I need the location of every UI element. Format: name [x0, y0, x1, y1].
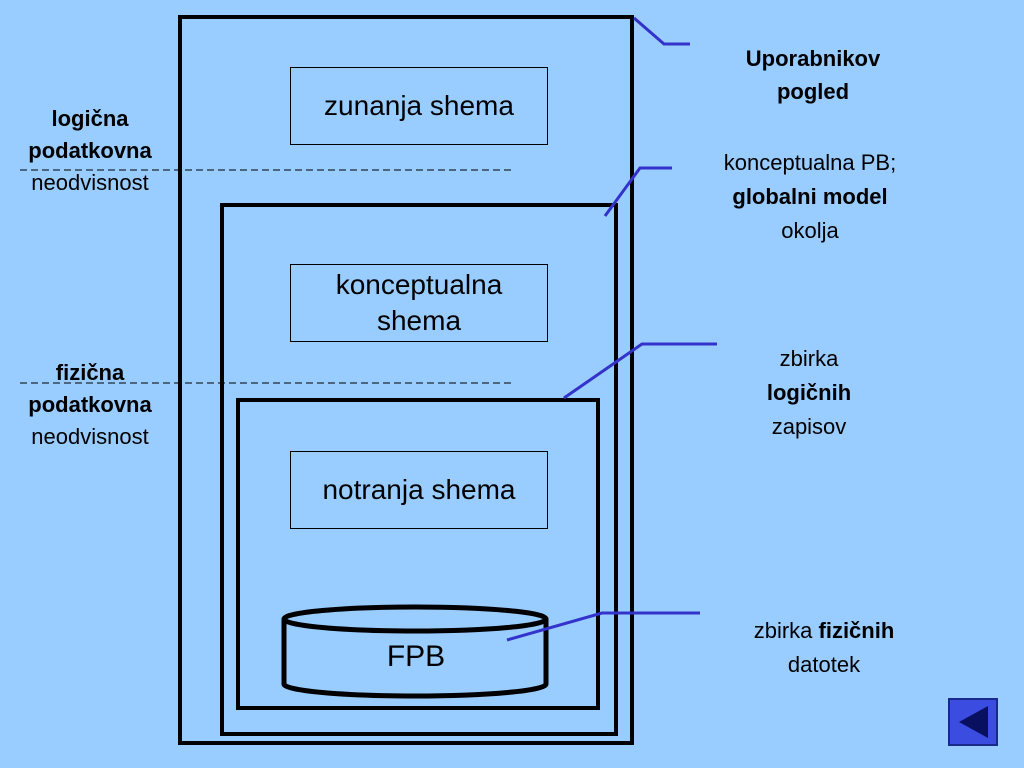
- physical-independence-line2: podatkovna: [28, 391, 152, 417]
- external-schema-box: zunanja shema: [290, 67, 548, 145]
- physical-files-line1-normal: zbirka: [753, 618, 819, 643]
- outer-level-frame: [178, 15, 634, 745]
- user-view-line2: pogled: [776, 79, 850, 104]
- internal-level-frame: [236, 398, 600, 710]
- physical-files-line2: datotek: [787, 652, 861, 678]
- conceptual-db-line2: globalni model: [732, 184, 888, 210]
- physical-files-connector: [506, 611, 700, 642]
- fpb-label: FPB: [386, 640, 446, 673]
- logical-records-line3: zapisov: [771, 414, 847, 440]
- conceptual-db-line1: konceptualna PB;: [723, 150, 897, 175]
- logical-independence-line2: podatkovna: [28, 137, 152, 163]
- logical-records-label: zbirka logičnih zapisov: [744, 342, 874, 444]
- physical-independence-line1: fizična: [55, 360, 125, 385]
- logical-independence-line1: logična: [51, 106, 129, 131]
- conceptual-db-line3: okolja: [781, 218, 839, 244]
- physical-independence-label: fizična podatkovna neodvisnost: [10, 357, 170, 453]
- database-cylinder: [281, 604, 549, 699]
- logical-records-connector: [563, 342, 717, 400]
- user-view-label: Uporabnikov pogled: [728, 42, 898, 108]
- internal-schema-label: notranja shema: [322, 473, 516, 505]
- logical-independence-line3: neodvisnost: [31, 169, 149, 195]
- conceptual-schema-label-line2: shema: [376, 305, 462, 336]
- logical-records-line1: zbirka: [779, 346, 839, 371]
- physical-files-label: zbirka fizičnih datotek: [722, 614, 926, 682]
- conceptual-schema-label-line1: konceptualna: [335, 268, 503, 300]
- conceptual-db-label: konceptualna PB; globalni model okolja: [690, 146, 930, 248]
- conceptual-db-connector: [603, 166, 672, 217]
- logical-independence-label: logična podatkovna neodvisnost: [10, 103, 170, 199]
- triangle-left-icon: [959, 706, 988, 738]
- external-schema-label: zunanja shema: [324, 89, 514, 121]
- physical-independence-line3: neodvisnost: [31, 423, 149, 449]
- physical-files-line1-bold: fizičnih: [818, 618, 895, 643]
- user-view-connector: [633, 16, 690, 46]
- logical-records-line2: logičnih: [766, 380, 852, 406]
- conceptual-level-frame: [220, 203, 618, 736]
- internal-schema-box: notranja shema: [290, 451, 548, 529]
- back-nav-button[interactable]: [948, 698, 998, 746]
- user-view-line1: Uporabnikov: [745, 46, 881, 71]
- conceptual-schema-box: konceptualna shema: [290, 264, 548, 342]
